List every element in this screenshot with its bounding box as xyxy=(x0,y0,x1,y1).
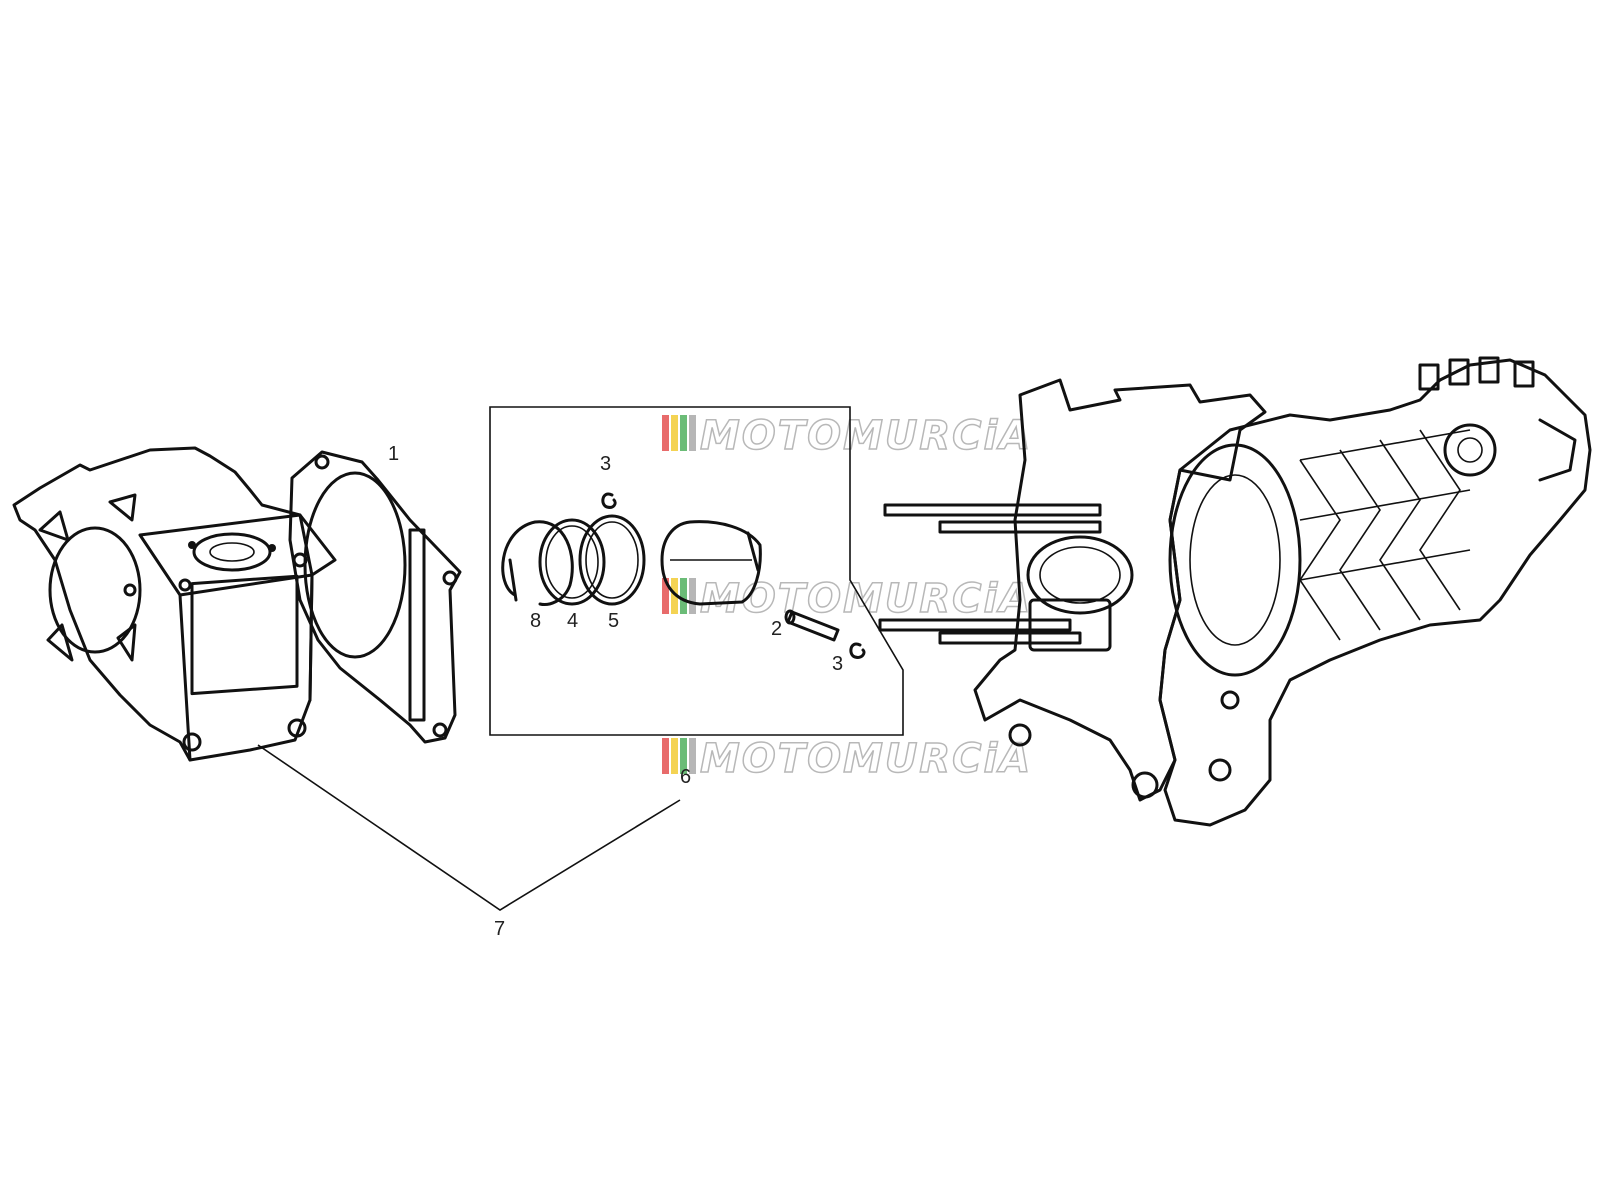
watermark-stripe xyxy=(662,415,669,451)
callout-label-2: 2 xyxy=(771,618,782,640)
callout-label-3-bottom: 3 xyxy=(832,653,843,675)
callout-label-7: 7 xyxy=(494,918,505,940)
piston-kit-frame xyxy=(489,406,904,736)
engine-crankcase-part xyxy=(878,356,1592,827)
circlip-top-icon xyxy=(601,492,617,509)
watermark-middle: MOTOMURCiA xyxy=(662,575,1032,623)
watermark-bottom: MOTOMURCiA xyxy=(662,735,1032,783)
watermark-stripe xyxy=(689,578,696,614)
watermark-stripe xyxy=(680,738,687,774)
callout-label-1: 1 xyxy=(388,443,399,465)
cylinder-part xyxy=(12,446,337,762)
watermark-stripe xyxy=(680,578,687,614)
piston-ring-8 xyxy=(501,520,574,606)
watermark-text: MOTOMURCiA xyxy=(700,736,1032,782)
gasket-part xyxy=(288,450,462,744)
watermark-stripe xyxy=(662,578,669,614)
circlip-bottom-icon xyxy=(849,642,866,659)
callout-label-5: 5 xyxy=(608,610,619,632)
piston-pin-part xyxy=(784,609,840,642)
callout-label-3-top: 3 xyxy=(600,453,611,475)
watermark-stripe xyxy=(662,738,669,774)
piston-part xyxy=(660,520,762,606)
watermark-stripe xyxy=(671,738,678,774)
piston-ring-5 xyxy=(578,514,646,606)
callout-label-4: 4 xyxy=(567,610,578,632)
watermark-text: MOTOMURCiA xyxy=(700,576,1032,622)
watermark-stripe xyxy=(680,415,687,451)
watermark-text: MOTOMURCiA xyxy=(700,413,1032,459)
leader-line-7 xyxy=(257,744,681,911)
piston-ring-4 xyxy=(538,518,606,606)
watermark-stripe xyxy=(671,578,678,614)
callout-label-8: 8 xyxy=(530,610,541,632)
watermark-stripe xyxy=(689,415,696,451)
watermark-stripe xyxy=(671,415,678,451)
watermark-top: MOTOMURCiA xyxy=(662,412,1032,460)
callout-label-6: 6 xyxy=(680,766,691,788)
watermark-stripe xyxy=(689,738,696,774)
